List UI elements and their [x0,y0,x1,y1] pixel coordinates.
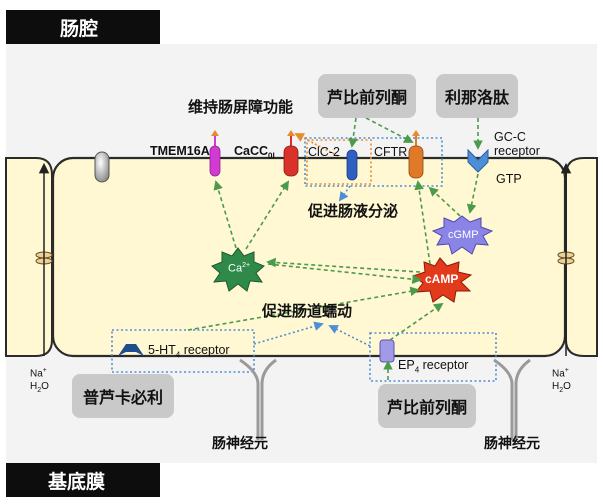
ht4-receptor-label: 5-HT4 receptor [148,343,230,360]
ions-right-label: Na+ H2O [552,367,571,395]
calcium-burst [211,247,265,292]
ep4-receptor-icon [379,339,395,363]
gtp-label: GTP [496,172,522,186]
cftr-channel [408,130,424,179]
ep4-receptor-label: EP4 receptor [398,358,469,375]
blue-dotted-arrows [253,185,371,347]
epithelial-cell [51,156,567,358]
ht4-frame [111,329,255,373]
enteric-neuron-right [493,358,531,440]
tmem16a-channel [209,130,221,177]
tmem16a-label: TMEM16A [150,144,210,158]
lumen-label: 肠腔 [6,10,160,44]
drug-box-prucalopride: 普芦卡必利 [72,374,174,418]
clc2-frame [306,139,372,185]
cacc-label: CaCC0I [234,144,275,161]
enteric-neuron-left [239,358,277,440]
effect-motility: 促进肠道蠕动 [262,302,353,320]
drug-box-lubiprostone-top: 芦比前列酮 [318,74,416,118]
clc2-channel [346,149,358,181]
signal-arrows [187,117,483,380]
gcc-receptor-icon [467,148,489,173]
ht4-receptor-icon [118,344,144,356]
enteric-neuron-left-label: 肠神经元 [212,436,268,452]
camp-label: cAMP [425,272,459,286]
basement-membrane-label: 基底膜 [6,463,160,497]
calcium-label: Ca2+ [228,262,251,275]
cgmp-burst [431,215,494,255]
ions-left-label: Na+ H2O [30,367,49,395]
cacc-channel [283,130,299,177]
cgmp-label: cGMP [448,229,479,241]
left-neighbor-cell [5,157,53,357]
effect-barrier: 维持肠屏障功能 [188,98,294,116]
drug-box-linaclotide: 利那洛肽 [436,74,518,118]
drug-box-lubiprostone-bottom: 芦比前列酮 [378,384,476,428]
clc2-label: ClC-2 [308,145,340,159]
effect-secretion: 促进肠液分泌 [308,202,399,220]
enteric-neuron-right-label: 肠神经元 [484,436,540,452]
ep4-frame [369,332,497,382]
camp-burst [411,257,473,303]
channel-frame [304,137,443,187]
membrane-capsule [94,151,110,183]
cftr-label: CFTR [374,145,408,159]
